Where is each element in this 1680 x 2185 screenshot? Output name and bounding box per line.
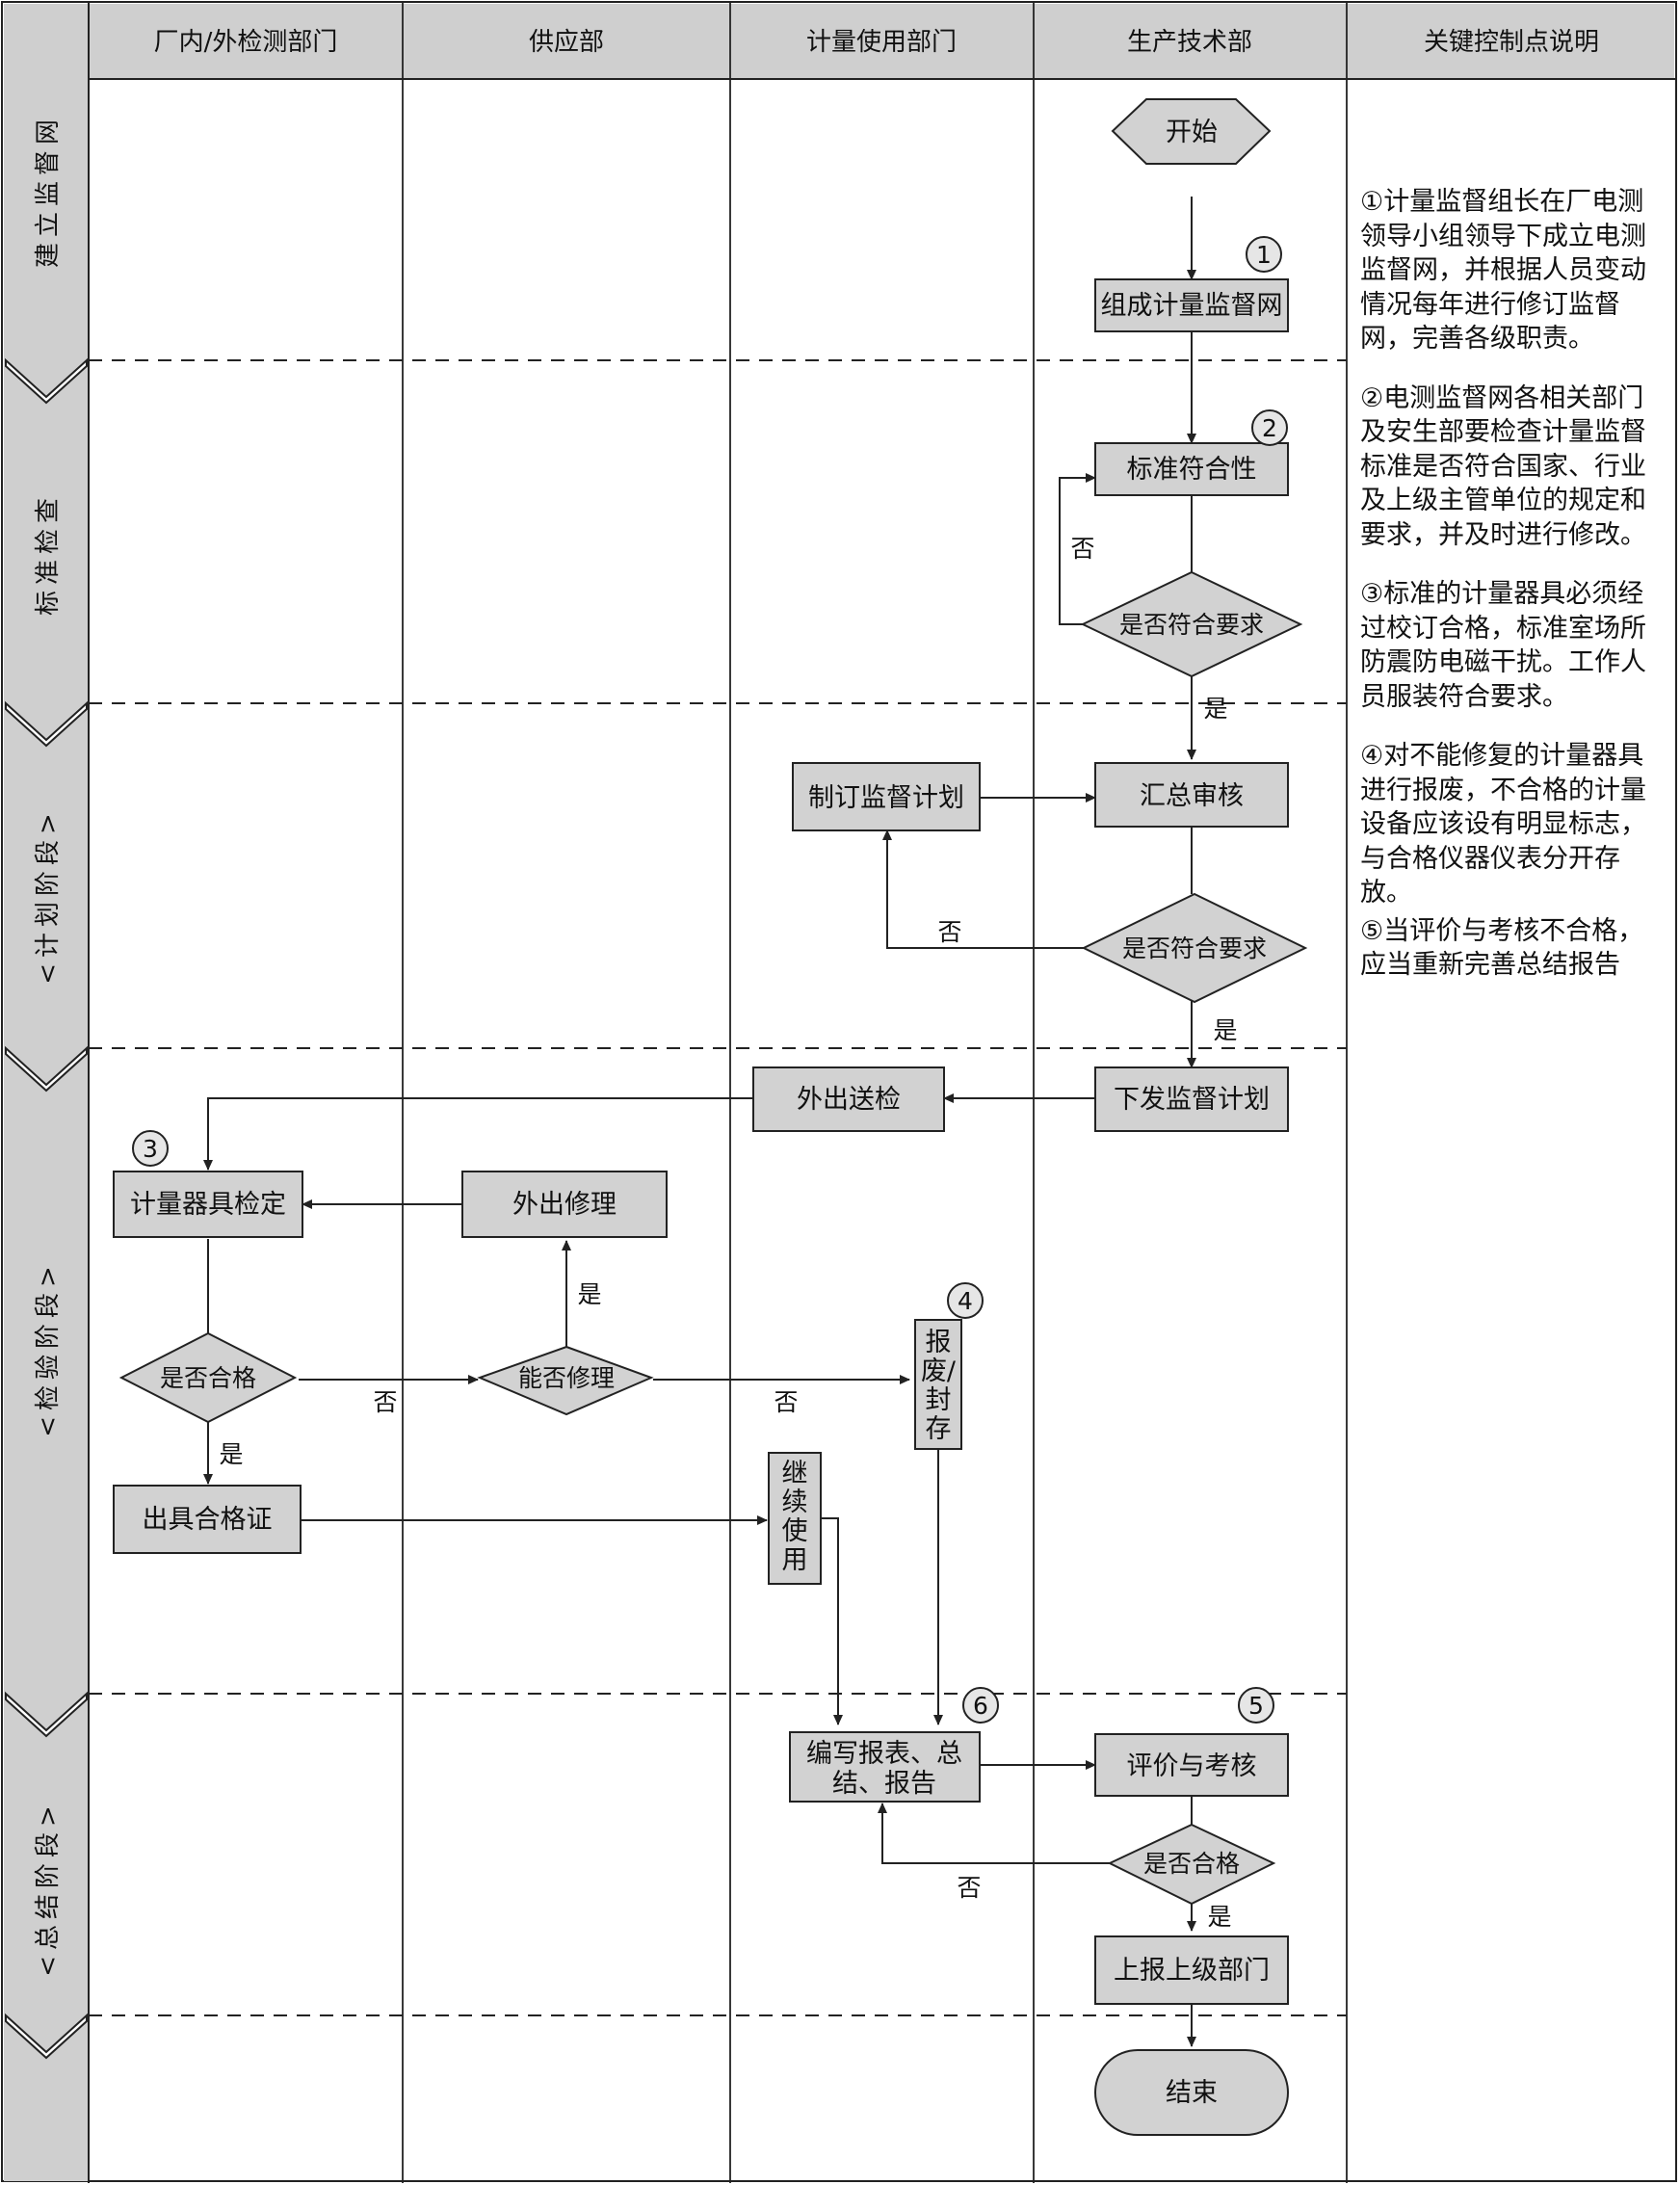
marker-3: 3 xyxy=(143,1135,158,1163)
continue-label-1: 继 xyxy=(782,1459,808,1488)
note-2: ②电测监督网各相关部门及安生部要检查计量监督标准是否符合国家、行业及上级主管单位… xyxy=(1360,382,1646,550)
note-5: ⑤当评价与考核不合格，应当重新完善总结报告 xyxy=(1360,915,1644,981)
label-yes-2: 是 xyxy=(1213,1016,1237,1044)
stage-label-summary: <总结阶段> xyxy=(34,1800,63,1977)
make-plan-box xyxy=(792,762,981,831)
repair-out-box xyxy=(461,1171,668,1238)
scrap-label-2: 废/ xyxy=(921,1356,957,1386)
end-label: 结束 xyxy=(1166,2078,1218,2108)
label-no-4: 否 xyxy=(774,1388,798,1416)
note-1: ①计量监督组长在厂电测领导小组领导下成立电测监督网，并根据人员变动情况每年进行修… xyxy=(1360,187,1646,354)
decision-standard xyxy=(1080,570,1303,678)
label-yes-3: 是 xyxy=(577,1280,601,1308)
label-no-1: 否 xyxy=(1070,535,1094,563)
label-yes-1: 是 xyxy=(1203,695,1227,723)
send-out-box xyxy=(752,1066,945,1132)
key-control-notes: ①计量监督组长在厂电测领导小组领导下成立电测监督网，并根据人员变动情况每年进行修… xyxy=(1360,185,1667,1008)
stage-label-inspection: <检验阶段> xyxy=(34,1260,63,1437)
summary-review-box xyxy=(1094,762,1289,828)
make-plan-label: 制订监督计划 xyxy=(808,783,964,813)
decision-final xyxy=(1107,1823,1276,1906)
column-header-production: 生产技术部 xyxy=(1127,28,1252,57)
certificate-label: 出具合格证 xyxy=(143,1505,273,1535)
marker-6: 6 xyxy=(973,1692,988,1720)
decision-plan-label: 是否符合要求 xyxy=(1122,935,1267,962)
marker-2: 2 xyxy=(1262,414,1277,442)
connectors xyxy=(203,197,1196,2047)
stage-chevrons xyxy=(5,357,88,2060)
stage-label-plan: <计划阶段> xyxy=(34,807,63,985)
start-label: 开始 xyxy=(1166,118,1218,147)
stage-dividers xyxy=(89,359,1347,2016)
column-header-notes: 关键控制点说明 xyxy=(1424,28,1599,57)
issue-plan-box xyxy=(1094,1066,1289,1132)
report-label-2: 结、报告 xyxy=(832,1769,936,1799)
scrap-label-1: 报 xyxy=(926,1328,952,1357)
scrap-box xyxy=(914,1319,962,1450)
std-conform-label: 标准符合性 xyxy=(1127,455,1257,485)
stage-column xyxy=(4,4,89,2181)
verify-label: 计量器具检定 xyxy=(130,1190,286,1220)
issue-plan-label: 下发监督计划 xyxy=(1114,1085,1270,1115)
send-out-label: 外出送检 xyxy=(797,1085,901,1115)
marker-5: 5 xyxy=(1248,1692,1264,1720)
verify-box xyxy=(113,1171,303,1238)
decision-final-label: 是否合格 xyxy=(1143,1850,1240,1878)
decision-plan xyxy=(1081,892,1308,1004)
form-network-box xyxy=(1094,278,1289,332)
certificate-box xyxy=(113,1485,302,1554)
decision-qualified xyxy=(118,1331,298,1424)
report-box xyxy=(789,1731,981,1803)
continue-label-3: 使 xyxy=(782,1516,808,1546)
end-node xyxy=(1094,2049,1289,2136)
evaluate-box xyxy=(1094,1733,1289,1797)
label-no-2: 否 xyxy=(937,918,961,946)
decision-repair xyxy=(477,1345,654,1416)
marker-4: 4 xyxy=(958,1287,973,1315)
std-conform-box xyxy=(1094,442,1289,496)
marker-circles xyxy=(132,236,1288,1724)
column-header-user-dept: 计量使用部门 xyxy=(806,28,957,57)
continue-use-box xyxy=(768,1452,822,1585)
column-header-inspection: 厂内/外检测部门 xyxy=(154,28,338,57)
form-network-label: 组成计量监督网 xyxy=(1101,291,1283,321)
label-yes-4: 是 xyxy=(219,1440,243,1468)
continue-label-2: 续 xyxy=(782,1487,808,1517)
report-up-box xyxy=(1094,1935,1289,2005)
column-header-supply: 供应部 xyxy=(529,28,604,57)
scrap-label-4: 存 xyxy=(926,1414,952,1444)
repair-out-label: 外出修理 xyxy=(512,1190,617,1220)
continue-label-4: 用 xyxy=(782,1545,808,1575)
decision-qualified-label: 是否合格 xyxy=(160,1364,256,1392)
note-4: ④对不能修复的计量器具进行报废，不合格的计量设备应该设有明显标志，与合格仪器仪表… xyxy=(1360,741,1646,908)
report-label-1: 编写报表、总 xyxy=(806,1739,962,1769)
label-no-3: 否 xyxy=(373,1388,397,1416)
header-band xyxy=(89,4,1674,79)
summary-review-label: 汇总审核 xyxy=(1140,781,1244,811)
decision-standard-label: 是否符合要求 xyxy=(1119,611,1264,639)
marker-1: 1 xyxy=(1256,241,1272,269)
decision-repair-label: 能否修理 xyxy=(518,1364,615,1392)
stage-label-standard: 标准检查 xyxy=(34,492,63,616)
label-yes-5: 是 xyxy=(1207,1903,1231,1931)
scrap-label-3: 封 xyxy=(926,1385,952,1415)
label-no-5: 否 xyxy=(957,1874,981,1902)
note-3: ③标准的计量器具必须经过校订合格，标准室场所防震防电磁干扰。工作人员服装符合要求… xyxy=(1360,579,1646,712)
stage-label-network: 建立监督网 xyxy=(34,114,63,268)
report-up-label: 上报上级部门 xyxy=(1114,1956,1270,1986)
start-node xyxy=(1111,98,1272,165)
evaluate-label: 评价与考核 xyxy=(1127,1751,1257,1781)
